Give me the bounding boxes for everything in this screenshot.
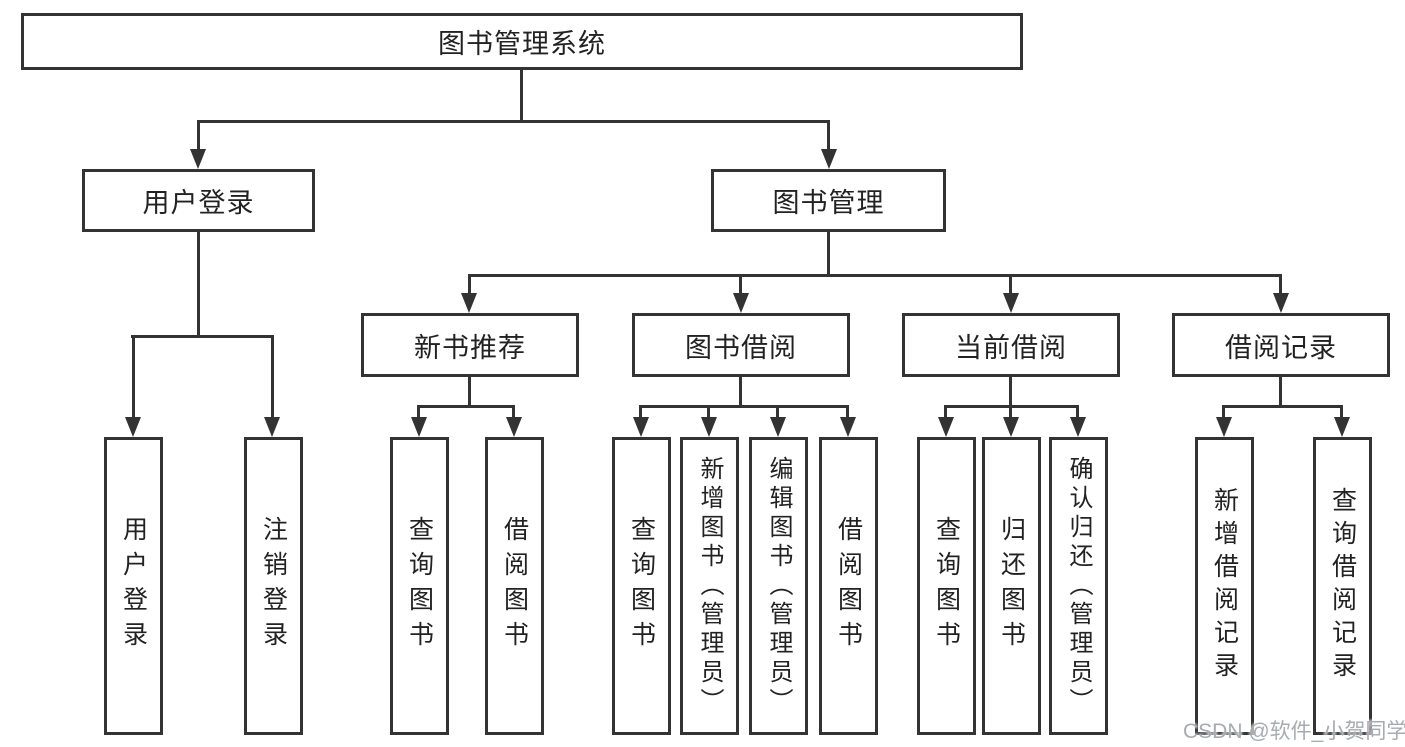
connector-leaf [1222,405,1225,421]
connector-to-user-login [197,120,200,151]
node-new-book-recommend: 新书推荐 [361,313,579,377]
arrowhead-icon [125,417,141,437]
connector-leaf [846,405,849,421]
connector-to-new-book [468,274,471,296]
leaf-query-book-newbook: 查询图书 [390,437,449,735]
node-book-management: 图书管理 [711,169,946,232]
arrowhead-icon [701,417,717,437]
arrowhead-icon [264,417,280,437]
arrowhead-icon [770,417,786,437]
leaf-query-borrow-record-label: 查询借阅记录 [1328,487,1357,685]
node-new-book-recommend-label: 新书推荐 [414,332,526,363]
connector-current-borrow-trunk [1009,377,1012,408]
leaf-confirm-return-admin: 确认归还（管理员） [1049,437,1108,735]
node-current-borrow: 当前借阅 [902,313,1120,377]
node-borrow-record: 借阅记录 [1172,313,1390,377]
arrowhead-icon [938,417,954,437]
leaf-edit-book-admin-label: 编辑图书（管理员） [765,455,792,717]
arrowhead-icon [1003,293,1019,313]
leaf-borrow-book-newbook-label: 借阅图书 [500,516,529,656]
arrowhead-icon [506,417,522,437]
node-user-login-label: 用户登录 [142,188,255,218]
leaf-query-book-current-label: 查询图书 [932,516,961,656]
leaf-add-book-admin: 新增图书（管理员） [680,437,739,735]
leaf-add-book-admin-label: 新增图书（管理员） [696,455,723,717]
node-root: 图书管理系统 [21,13,1023,70]
connector-leaf [1009,405,1012,421]
arrowhead-icon [1273,293,1289,313]
connector-leaf [707,405,710,421]
connector-leaf [512,405,515,421]
node-book-borrow-label: 图书借阅 [685,332,797,363]
arrowhead-icon [1070,417,1086,437]
arrowhead-icon [190,149,206,169]
node-user-login: 用户登录 [82,169,315,232]
leaf-confirm-return-admin-label: 确认归还（管理员） [1065,455,1092,717]
node-root-label: 图书管理系统 [438,29,606,59]
leaf-query-book-borrow-label: 查询图书 [627,516,656,656]
connector-to-leaf-user-login [132,335,135,421]
leaf-query-book-current: 查询图书 [917,437,976,735]
connector-user-login-trunk [197,232,200,338]
arrowhead-icon [461,293,477,313]
leaf-user-login: 用户登录 [104,437,163,735]
leaf-query-book-borrow: 查询图书 [612,437,671,735]
connector-leaf [639,405,642,421]
connector-leaf [417,405,420,421]
connector-to-leaf-logout [271,335,274,421]
connector-user-login-branch [131,335,274,338]
connector-to-book-management [827,120,830,151]
csdn-watermark: CSDN @软件_小贺同学 [1183,720,1405,743]
node-book-borrow: 图书借阅 [632,313,850,377]
connector-leaf [1340,405,1343,421]
arrowhead-icon [733,293,749,313]
leaf-return-book-label: 归还图书 [997,516,1026,656]
leaf-logout: 注销登录 [244,437,303,735]
arrowhead-icon [633,417,649,437]
leaf-add-borrow-record: 新增借阅记录 [1195,437,1254,735]
node-current-borrow-label: 当前借阅 [955,332,1067,363]
connector-to-book-borrow [739,274,742,296]
connector-leaf [1076,405,1079,421]
connector-to-borrow-record [1279,274,1282,296]
leaf-edit-book-admin: 编辑图书（管理员） [749,437,808,735]
connector-root-trunk [520,70,523,123]
leaf-return-book: 归还图书 [982,437,1041,735]
arrowhead-icon [1216,417,1232,437]
arrowhead-icon [1003,417,1019,437]
connector-leaf [776,405,779,421]
leaf-query-book-newbook-label: 查询图书 [405,516,434,656]
connector-new-book-trunk [468,377,471,408]
connector-book-management-trunk [827,232,830,277]
leaf-user-login-label: 用户登录 [119,516,148,656]
node-book-management-label: 图书管理 [772,188,885,218]
leaf-borrow-book-borrow: 借阅图书 [819,437,878,735]
arrowhead-icon [840,417,856,437]
arrowhead-icon [411,417,427,437]
connector-leaf [944,405,947,421]
leaf-logout-label: 注销登录 [259,516,288,656]
connector-new-book-branch [417,405,515,408]
connector-book-borrow-trunk [739,377,742,408]
arrowhead-icon [1334,417,1350,437]
leaf-borrow-book-borrow-label: 借阅图书 [834,516,863,656]
connector-borrow-record-trunk [1279,377,1282,408]
leaf-add-borrow-record-label: 新增借阅记录 [1210,487,1239,685]
connector-book-borrow-branch [639,405,849,408]
connector-borrow-record-branch [1222,405,1343,408]
leaf-borrow-book-newbook: 借阅图书 [485,437,544,735]
connector-to-current-borrow [1009,274,1012,296]
leaf-query-borrow-record: 查询借阅记录 [1313,437,1372,735]
connector-level1-branch [197,120,830,123]
connector-level2-branch [468,274,1282,277]
node-borrow-record-label: 借阅记录 [1225,332,1337,363]
arrowhead-icon [821,149,837,169]
